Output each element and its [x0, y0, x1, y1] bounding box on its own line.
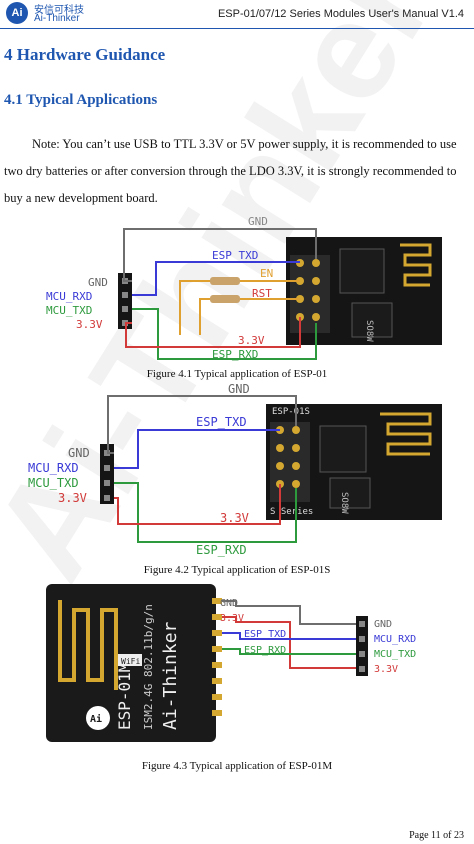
- label-mcu-rxd: MCU_RXD: [46, 290, 92, 303]
- label-3v3-bottom: 3.3V: [238, 334, 265, 347]
- figure-4-2-caption: Figure 4.2 Typical application of ESP-01…: [143, 564, 331, 576]
- label-3v3: 3.3V: [58, 491, 87, 505]
- label-gnd-top: GND: [248, 215, 268, 228]
- wire-en: [179, 280, 300, 335]
- wire-txd: [222, 632, 356, 640]
- label-3v3-bottom: 3.3V: [220, 511, 249, 525]
- spec-label: ISM2.4G 802.11b/g/n: [142, 604, 155, 730]
- resistor-en: [210, 277, 240, 285]
- esp-chip: [339, 248, 385, 294]
- wifi-badge: [118, 654, 142, 666]
- flash-chip: [351, 302, 393, 338]
- label-r-gnd: GND: [374, 619, 392, 630]
- label-esp-rxd: ESP_RXD: [212, 348, 258, 361]
- wire-txd: [132, 261, 300, 296]
- figure-4-3-caption: Figure 4.3 Typical application of ESP-01…: [141, 760, 333, 772]
- label-r-mcu-txd: MCU_TXD: [374, 649, 416, 660]
- flash-chip: [329, 477, 371, 509]
- label-esp-txd: ESP_TXD: [244, 629, 286, 640]
- note-paragraph: Note: You can’t use USB to TTL 3.3V or 5…: [4, 131, 468, 212]
- series-label: S Series: [270, 507, 313, 517]
- figure-esp01m-diagram: Ai ESP-01M ISM2.4G 802.11b/g/n Ai-Thinke…: [46, 584, 416, 742]
- wire-gnd: [123, 228, 317, 282]
- label-en: EN: [260, 267, 273, 280]
- wire-rst: [199, 298, 300, 335]
- esp-chip: [319, 425, 367, 473]
- label-rst: RST: [252, 287, 272, 300]
- resistor-rst: [210, 295, 240, 303]
- label-r-mcu-rxd: MCU_RXD: [374, 634, 416, 645]
- label-r-3v3: 3.3V: [374, 664, 398, 675]
- module-name: ESP-01S: [272, 407, 310, 417]
- wire-vcc: [222, 616, 356, 669]
- wire-rxd: [222, 648, 356, 655]
- label-gnd: GND: [220, 598, 238, 609]
- ai-logo-icon: [86, 706, 110, 730]
- pin-header: [270, 422, 310, 502]
- label-esp-rxd: ESP_RXD: [196, 543, 247, 557]
- logo-text: Ai: [90, 713, 102, 725]
- figure-esp01-diagram: SO8W GND ESP_TXD EN RST GND MCU_RXD MCU_…: [46, 215, 442, 361]
- antenna-trace: [380, 412, 432, 456]
- antenna-trace: [58, 600, 118, 690]
- chip-label: SO8W: [339, 492, 349, 514]
- mcu-connector: [100, 444, 114, 504]
- subsection-title: 4.1 Typical Applications: [4, 92, 158, 108]
- wire-gnd: [107, 395, 297, 454]
- brand-label: Ai-Thinker: [160, 621, 181, 730]
- label-esp-rxd: ESP_RXD: [244, 645, 286, 656]
- mcu-connector: [356, 616, 368, 676]
- label-gnd: GND: [68, 446, 90, 460]
- wire-gnd: [222, 600, 356, 625]
- wire-vcc: [114, 484, 281, 525]
- note-text: Note: You can’t use USB to TTL 3.3V or 5…: [4, 137, 457, 205]
- wire-rxd: [132, 308, 317, 360]
- antenna-trace: [400, 243, 432, 287]
- pin-header: [290, 255, 330, 333]
- page-number: Page 11 of 23: [409, 830, 464, 841]
- label-mcu-rxd: MCU_RXD: [28, 461, 79, 475]
- document-title: ESP-01/07/12 Series Modules User's Manua…: [217, 8, 464, 20]
- label-esp-txd: ESP_TXD: [212, 249, 258, 262]
- wire-vcc: [125, 317, 301, 348]
- side-pads: [212, 598, 222, 716]
- label-gnd: GND: [88, 276, 108, 289]
- section-title: 4 Hardware Guidance: [4, 45, 166, 64]
- figure-4-1-caption: Figure 4.1 Typical application of ESP-01: [146, 368, 328, 380]
- label-3v3: 3.3V: [76, 318, 103, 331]
- label-3v3: 3.3V: [220, 613, 244, 624]
- company-name-cn: 安信可科技: [34, 5, 84, 16]
- figure-esp01s-diagram: SO8W ESP-01S S Series GND ESP_TXD GND MC…: [28, 382, 442, 557]
- label-esp-txd: ESP_TXD: [196, 415, 247, 429]
- chip-label: SO8W: [364, 320, 374, 342]
- wifi-label: WiFi: [121, 657, 140, 666]
- mcu-connector: [118, 273, 132, 329]
- wire-txd: [114, 429, 280, 469]
- module-name: ESP-01M: [115, 663, 134, 730]
- label-gnd-top: GND: [228, 382, 250, 396]
- company-name-en: Ai-Thinker: [34, 13, 80, 24]
- logo-icon: Ai: [6, 2, 28, 24]
- header-divider: [0, 28, 474, 29]
- label-mcu-txd: MCU_TXD: [46, 304, 92, 317]
- label-mcu-txd: MCU_TXD: [28, 476, 79, 490]
- wire-rxd: [114, 482, 297, 543]
